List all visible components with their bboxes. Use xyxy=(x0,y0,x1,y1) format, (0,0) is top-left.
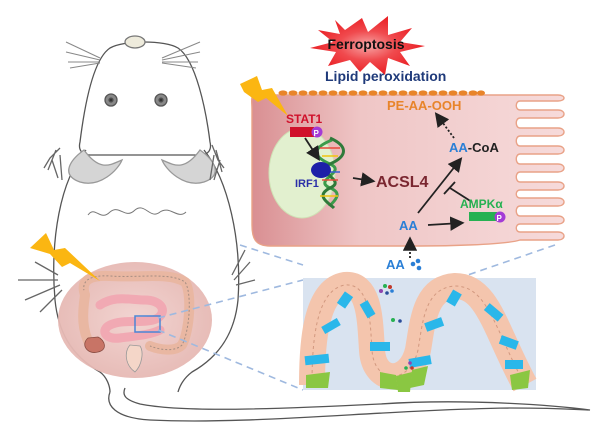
pe-aa-ooh-label: PE-AA-OOH xyxy=(387,98,461,113)
intestinal-epithelium-panel xyxy=(299,272,537,392)
colon-illustration xyxy=(78,270,195,373)
mouse-illustration xyxy=(18,35,591,422)
epithelial-cell: PE-AA-OOH STAT1 P IRF1 ACSL4 AA-CoA AMPK… xyxy=(250,90,565,272)
arrow-aa-to-aacoa xyxy=(417,157,463,214)
cell-body xyxy=(250,94,565,247)
aa-extracellular-label: AA xyxy=(386,257,405,272)
mouse-whiskers xyxy=(65,41,201,69)
mouse-head xyxy=(78,41,212,156)
phospho-ampk-label: P xyxy=(497,214,503,223)
ampk-label: AMPKα xyxy=(460,197,503,211)
mouse-front-paw-left xyxy=(43,147,63,181)
burst-shape xyxy=(310,16,425,75)
zoom-connector-lines xyxy=(157,244,556,391)
stat1-label: STAT1 xyxy=(286,112,323,126)
arrow-aacoa-to-peaaooh xyxy=(434,112,455,139)
ferroptosis-burst: Ferroptosis xyxy=(310,16,425,75)
lightning-bolt-icon-colon xyxy=(30,233,100,281)
arrow-irf1-to-acsl4 xyxy=(352,172,376,187)
goblet-cells xyxy=(304,289,523,369)
mouse-tail xyxy=(108,387,591,422)
phospho-stat1-badge xyxy=(311,126,323,138)
ferroptosis-label: Ferroptosis xyxy=(327,36,404,52)
arrow-stat1-to-irf1 xyxy=(304,137,320,162)
mouse-hind-paw-right xyxy=(231,249,256,286)
phospho-ampk-badge xyxy=(494,211,506,223)
membrane-lipids xyxy=(278,90,485,96)
cecum xyxy=(84,336,105,353)
mouse-nose xyxy=(124,35,146,49)
lipid-peroxidation-label: Lipid peroxidation xyxy=(325,68,446,84)
mouse-forelimbs xyxy=(68,149,216,184)
stat1-protein xyxy=(290,127,314,137)
inhibition-ampk-to-acsl4-step xyxy=(449,187,473,203)
large-intestine xyxy=(78,270,195,355)
mouse-front-paw-right xyxy=(209,144,225,181)
arrow-aa-to-ampk xyxy=(427,216,465,231)
aa-coa-aa-part: AA xyxy=(449,140,468,155)
aa-coa-suffix: -CoA xyxy=(468,140,500,155)
aa-intracellular-label: AA xyxy=(399,218,418,233)
irf1-label: IRF1 xyxy=(295,178,319,190)
zoom-region-box xyxy=(134,315,161,333)
aa-coa-label: AA-CoA xyxy=(449,140,499,155)
mouse-hind-paw-left xyxy=(18,261,63,313)
rectum xyxy=(125,344,143,373)
irf1-protein xyxy=(311,162,331,178)
lightning-bolt-icon-cell xyxy=(240,76,288,116)
paneth-cells xyxy=(306,366,530,392)
ampk-protein xyxy=(469,212,497,221)
acsl4-label: ACSL4 xyxy=(376,174,429,191)
phospho-stat1-label: P xyxy=(314,129,320,138)
secreted-metabolites xyxy=(379,284,414,370)
extracellular-aa-dots xyxy=(410,258,422,271)
